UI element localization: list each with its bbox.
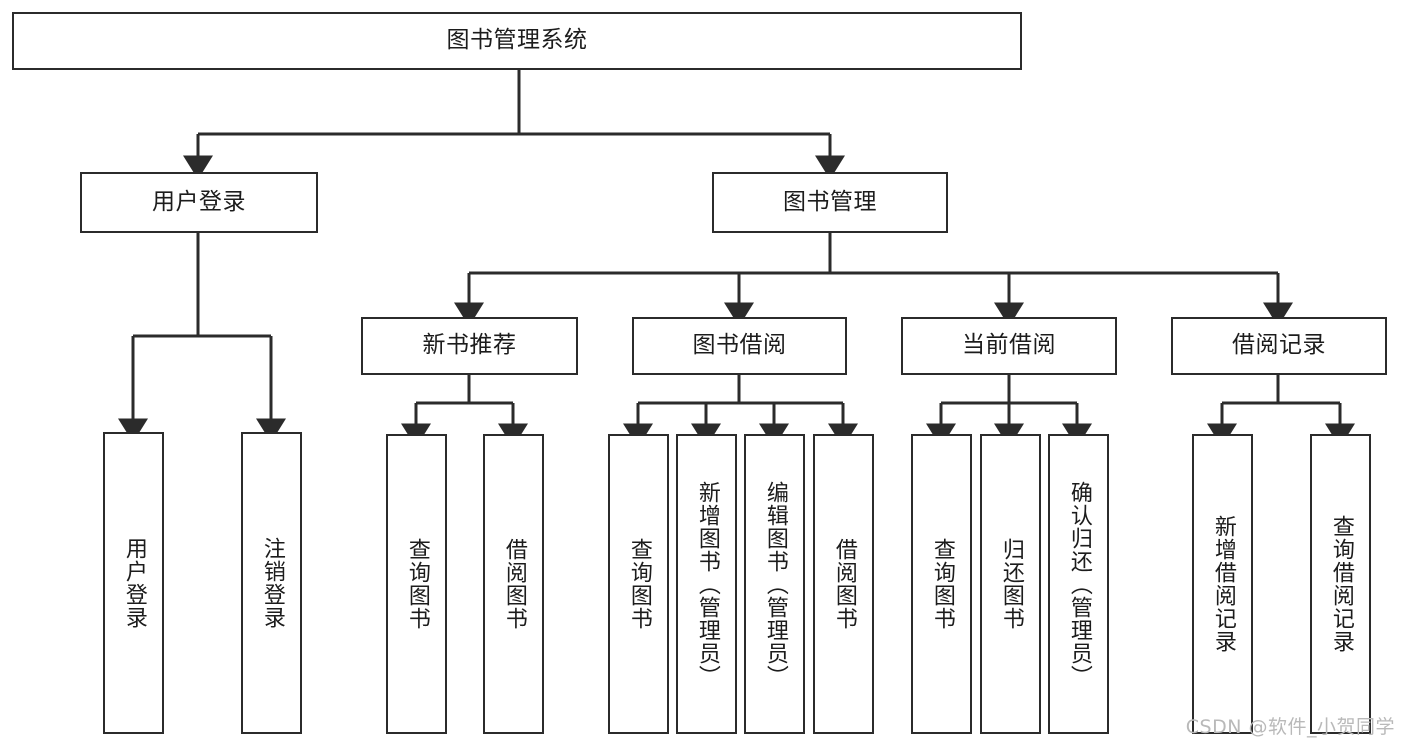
node-borrow-record-label: 借阅记录 [1232, 332, 1326, 359]
node-borrow-record[interactable]: 借阅记录 [1171, 317, 1387, 375]
node-current-borrow[interactable]: 当前借阅 [901, 317, 1117, 375]
leaf-query-book-2[interactable]: 查询图书 [608, 434, 669, 734]
node-new-book-recommend[interactable]: 新书推荐 [361, 317, 578, 375]
leaf-add-record-label: 新增借阅记录 [1210, 515, 1236, 653]
leaf-query-book-1[interactable]: 查询图书 [386, 434, 447, 734]
leaf-logout-login-label: 注销登录 [259, 537, 285, 629]
leaf-edit-book-label: 编辑图书（管理员） [762, 480, 788, 688]
node-book-management-label: 图书管理 [783, 188, 877, 215]
leaf-query-book-2-label: 查询图书 [626, 538, 652, 630]
leaf-edit-book[interactable]: 编辑图书（管理员） [744, 434, 805, 734]
leaf-confirm-return-label: 确认归还（管理员） [1066, 480, 1092, 688]
node-book-borrow[interactable]: 图书借阅 [632, 317, 847, 375]
node-root[interactable]: 图书管理系统 [12, 12, 1022, 70]
node-user-login-label: 用户登录 [152, 188, 246, 215]
leaf-logout-login[interactable]: 注销登录 [241, 432, 302, 734]
leaf-query-book-1-label: 查询图书 [404, 538, 430, 630]
leaf-return-book-label: 归还图书 [998, 538, 1024, 630]
leaf-return-book[interactable]: 归还图书 [980, 434, 1041, 734]
connector-current-borrow-to-leaves [926, 375, 1092, 448]
connector-root-to-level2 [183, 70, 845, 180]
leaf-borrow-book-1-label: 借阅图书 [501, 538, 527, 630]
leaf-borrow-book-1[interactable]: 借阅图书 [483, 434, 544, 734]
leaf-query-record-label: 查询借阅记录 [1328, 515, 1354, 653]
node-root-label: 图书管理系统 [446, 27, 588, 54]
leaf-query-record[interactable]: 查询借阅记录 [1310, 434, 1371, 734]
leaf-query-book-3-label: 查询图书 [929, 538, 955, 630]
node-new-book-recommend-label: 新书推荐 [422, 332, 517, 359]
node-book-management[interactable]: 图书管理 [712, 172, 948, 233]
leaf-borrow-book-2-label: 借阅图书 [831, 538, 857, 630]
node-user-login[interactable]: 用户登录 [80, 172, 318, 233]
leaf-add-book-label: 新增图书（管理员） [694, 480, 720, 688]
leaf-add-book[interactable]: 新增图书（管理员） [676, 434, 737, 734]
leaf-user-login[interactable]: 用户登录 [103, 432, 164, 734]
node-book-borrow-label: 图书借阅 [692, 332, 787, 359]
connector-book-borrow-to-leaves [623, 375, 858, 448]
leaf-user-login-label: 用户登录 [121, 537, 147, 629]
leaf-borrow-book-2[interactable]: 借阅图书 [813, 434, 874, 734]
connector-borrow-record-to-leaves [1207, 375, 1355, 448]
leaf-add-record[interactable]: 新增借阅记录 [1192, 434, 1253, 734]
connector-book-management-to-level3 [454, 233, 1293, 327]
node-current-borrow-label: 当前借阅 [962, 332, 1056, 359]
leaf-query-book-3[interactable]: 查询图书 [911, 434, 972, 734]
csdn-watermark: CSDN @软件_小贺同学 [1185, 716, 1395, 738]
connector-user-login-to-leaves [118, 233, 286, 443]
leaf-confirm-return[interactable]: 确认归还（管理员） [1048, 434, 1109, 734]
connector-new-book-recommend-to-leaves [401, 375, 528, 448]
